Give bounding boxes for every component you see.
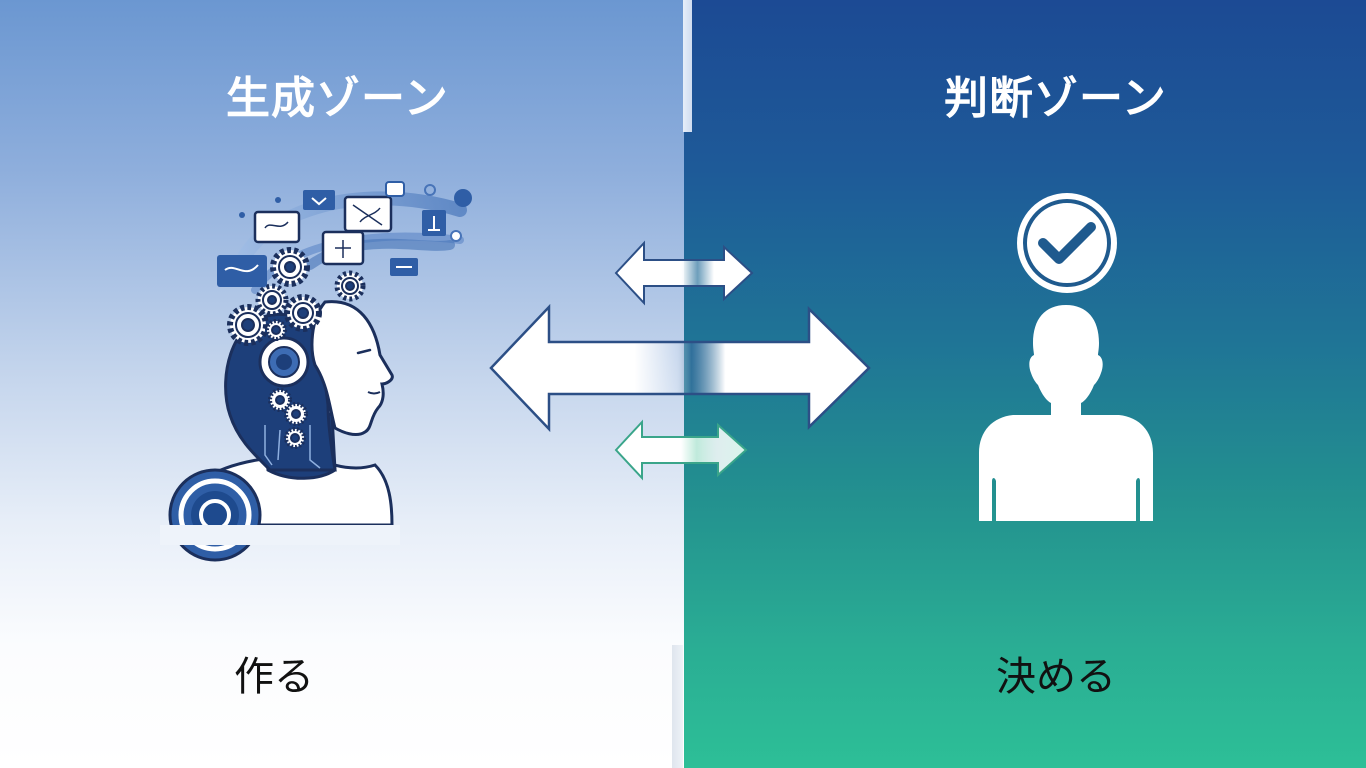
- large-center-double-arrow-icon: [489, 303, 871, 433]
- small-bottom-teal-double-arrow-icon: [614, 419, 748, 481]
- checkmark-circle-icon: [1017, 193, 1117, 293]
- ai-robot-head-icon: [160, 181, 472, 562]
- generation-zone-title: 生成ゾーン: [226, 73, 449, 124]
- person-silhouette-icon: [979, 305, 1153, 521]
- zone-divider-top: [683, 0, 692, 132]
- zone-divider-bottom: [672, 645, 683, 768]
- generation-zone-caption: 作る: [234, 654, 314, 700]
- judgment-zone-title: 判断ゾーン: [944, 73, 1167, 124]
- small-top-double-arrow-icon: [614, 240, 754, 306]
- judgment-zone-caption: 決める: [996, 654, 1116, 700]
